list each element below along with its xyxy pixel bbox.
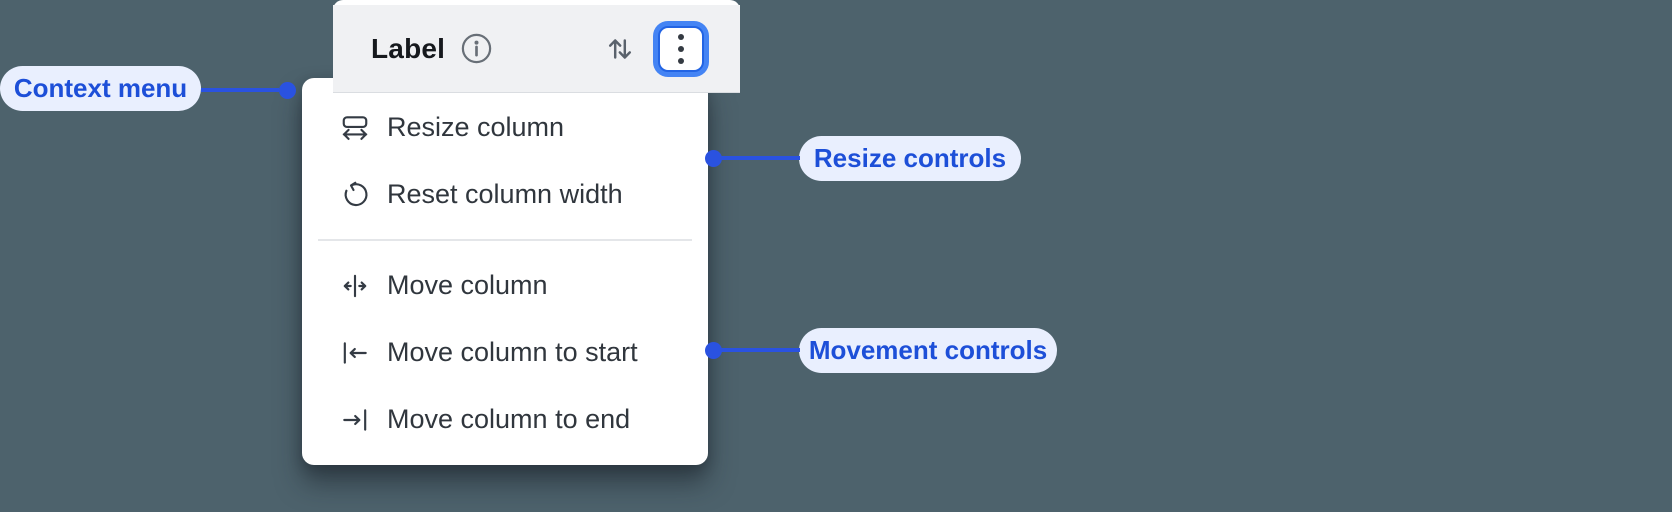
annotation-connector-line (713, 348, 800, 352)
annotation-movement-controls: Movement controls (799, 328, 1057, 373)
annotation-connector-line (713, 156, 800, 160)
annotation-label: Context menu (13, 73, 188, 103)
annotation-connector-dot (279, 82, 296, 99)
annotation-resize-controls: Resize controls (799, 136, 1021, 181)
column-header-row: Label (333, 5, 740, 93)
menu-item-label: Move column (387, 270, 548, 300)
menu-item-label: Move column to start (387, 337, 638, 367)
kebab-menu-icon (678, 33, 684, 64)
menu-item-label: Resize column (387, 112, 565, 142)
menu-item-label: Reset column width (387, 179, 623, 209)
sort-arrows-icon[interactable] (604, 33, 636, 65)
reset-column-width-icon (340, 180, 370, 210)
menu-item-label: Move column to end (387, 404, 631, 434)
annotation-connector-line (201, 88, 279, 92)
menu-item-resize-column[interactable]: Resize column (302, 94, 708, 161)
annotation-connector-dot (705, 342, 722, 359)
move-column-icon (340, 271, 370, 301)
move-column-to-start-icon (340, 338, 370, 368)
column-context-menu: Resize column Reset column width Move co… (302, 78, 708, 465)
annotation-connector-dot (705, 150, 722, 167)
menu-item-move-column[interactable]: Move column (302, 252, 708, 319)
annotation-label: Movement controls (808, 335, 1048, 365)
move-column-to-end-icon (340, 405, 370, 435)
menu-item-reset-column-width[interactable]: Reset column width (302, 161, 708, 228)
column-options-button[interactable] (658, 25, 704, 72)
info-icon[interactable] (461, 33, 492, 64)
resize-column-icon (340, 113, 370, 143)
menu-divider (318, 239, 692, 241)
table-column-header: Label (333, 0, 740, 93)
annotation-label: Resize controls (813, 143, 1007, 173)
column-title: Label (371, 32, 446, 64)
annotation-context-menu: Context menu (0, 66, 201, 111)
menu-item-move-column-to-end[interactable]: Move column to end (302, 386, 708, 453)
menu-item-move-column-to-start[interactable]: Move column to start (302, 319, 708, 386)
